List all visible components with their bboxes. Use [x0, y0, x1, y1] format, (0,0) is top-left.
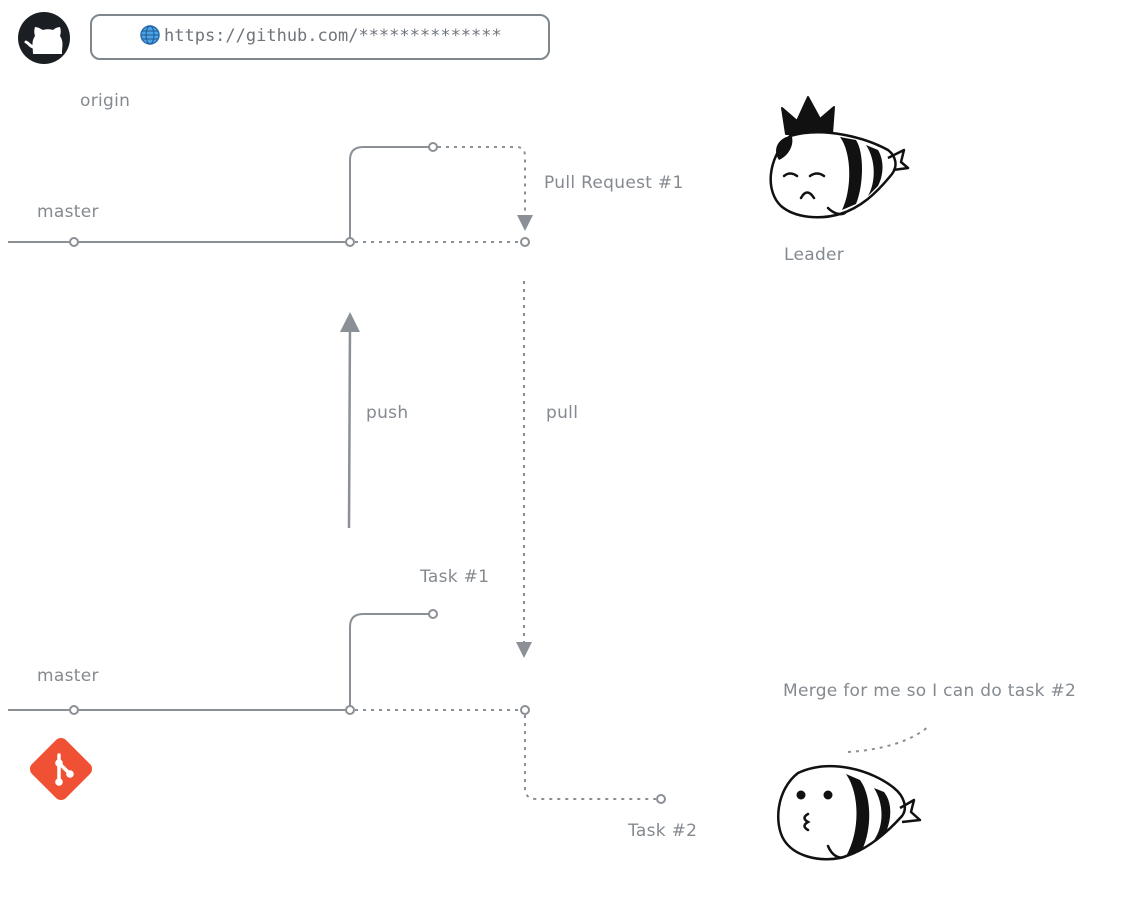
- task2-label: Task #2: [627, 821, 697, 841]
- task1-label: Task #1: [419, 567, 489, 587]
- remote-dotted-lines: [355, 146, 533, 243]
- crowned-bee-character: [769, 96, 910, 219]
- commit-node: [520, 705, 530, 715]
- url-bar[interactable]: https://github.com/**************: [90, 14, 550, 60]
- origin-label: origin: [80, 91, 130, 111]
- git-logo-icon: [29, 737, 93, 801]
- github-logo-icon: [18, 12, 70, 64]
- leader-label: Leader: [784, 245, 844, 265]
- local-master-label: master: [37, 666, 99, 686]
- pull-label: pull: [546, 403, 578, 423]
- remote-master-label: master: [37, 202, 99, 222]
- commit-node: [345, 705, 355, 715]
- commit-node: [345, 237, 355, 247]
- commit-node: [69, 705, 79, 715]
- commit-node: [428, 142, 438, 152]
- pull-request-label: Pull Request #1: [544, 173, 684, 193]
- speech-tail: [847, 724, 931, 753]
- commit-node: [520, 237, 530, 247]
- push-arrow: [339, 312, 360, 529]
- commit-node: [428, 609, 438, 619]
- url-text[interactable]: https://github.com/**************: [164, 26, 502, 46]
- remote-master-line: [8, 146, 429, 243]
- bee-character: [777, 765, 922, 861]
- local-dotted-lines: [355, 709, 656, 800]
- commit-node: [69, 237, 79, 247]
- remote-commit-nodes: [69, 142, 530, 247]
- push-label: push: [366, 403, 408, 423]
- local-master-line: [8, 613, 429, 711]
- globe-icon: [140, 25, 160, 45]
- commit-node: [656, 794, 666, 804]
- speech-text: Merge for me so I can do task #2: [783, 681, 1076, 701]
- local-commit-nodes: [69, 609, 666, 804]
